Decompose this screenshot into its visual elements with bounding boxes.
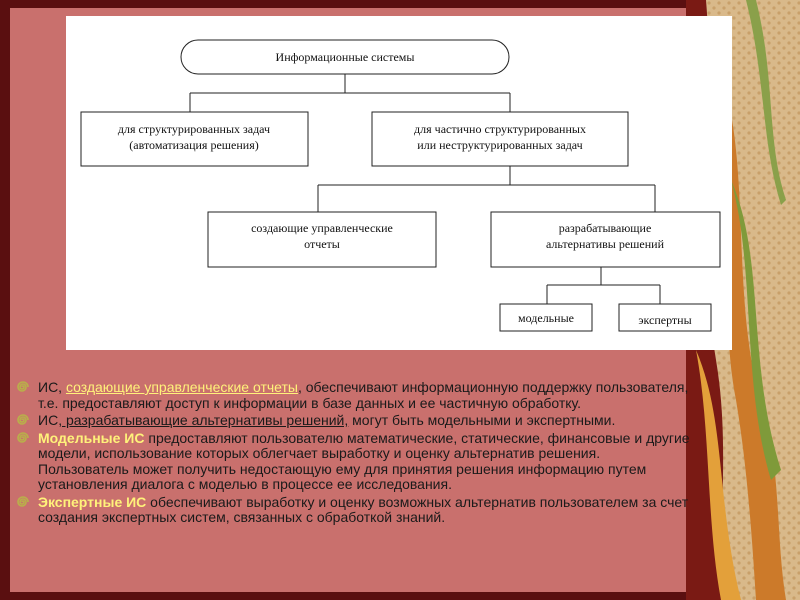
model-label: модельные [518,311,574,325]
bullet-prefix: ИС [38,412,59,428]
bullet-highlight: Экспертные ИС [38,493,147,510]
bullet-prefix: ИС, [38,379,66,395]
reports-line2: отчеты [304,237,340,251]
root-node-label: Информационные системы [276,50,415,64]
spiral-bullet-icon [17,381,29,392]
model-box [499,303,593,332]
spiral-bullet-icon [17,495,29,507]
expert-box [618,303,712,332]
bullet-highlight: Модельные ИС [38,429,145,446]
bullet-text: могут быть модельными и экспертными. [348,412,616,428]
bullet-list: ИС, создающие управленческие отчеты, обе… [16,379,692,528]
bullet-item: ИС, разрабатывающие альтернативы решений… [16,412,692,429]
spiral-bullet-icon [17,414,29,425]
bullet-text: , обеспечивают информационную поддержку … [38,379,689,411]
bullet-text: обеспечивают выработку и оценку возможны… [38,493,689,525]
bullet-highlight: , разрабатывающие альтернативы решений, [58,412,349,428]
reports-line1: создающие управленческие [251,221,393,235]
slide-frame-left [0,0,10,600]
expert-label: экспертны [638,313,691,327]
left-branch-line1: для структурированных задач [118,122,270,136]
bullet-item: Модельные ИС предоставляют пользователю … [16,429,692,493]
bullet-item: Экспертные ИС обеспечивают выработку и о… [16,493,692,526]
diagram-panel: Информационные системы для структурирова… [66,16,732,350]
right-branch-line2: или неструктурированных задач [417,138,582,152]
classification-diagram: Информационные системы для структурирова… [80,39,721,332]
left-branch-line2: (автоматизация решения) [129,138,258,152]
slide-frame-bottom [0,592,800,600]
alternatives-box [490,211,721,268]
alternatives-line2: альтернативы решений [546,237,665,251]
right-branch-line1: для частично структурированных [414,122,586,136]
bullet-item: ИС, создающие управленческие отчеты, обе… [16,379,692,411]
spiral-bullet-icon [17,431,29,443]
right-branch-box [371,111,629,167]
bullet-highlight: создающие управленческие отчеты [65,379,298,395]
left-branch-box [80,111,309,167]
alternatives-line1: разрабатывающие [559,221,652,235]
slide-frame-top [0,0,800,8]
reports-box [207,211,437,268]
bullet-text: предоставляют пользователю математически… [38,429,690,492]
